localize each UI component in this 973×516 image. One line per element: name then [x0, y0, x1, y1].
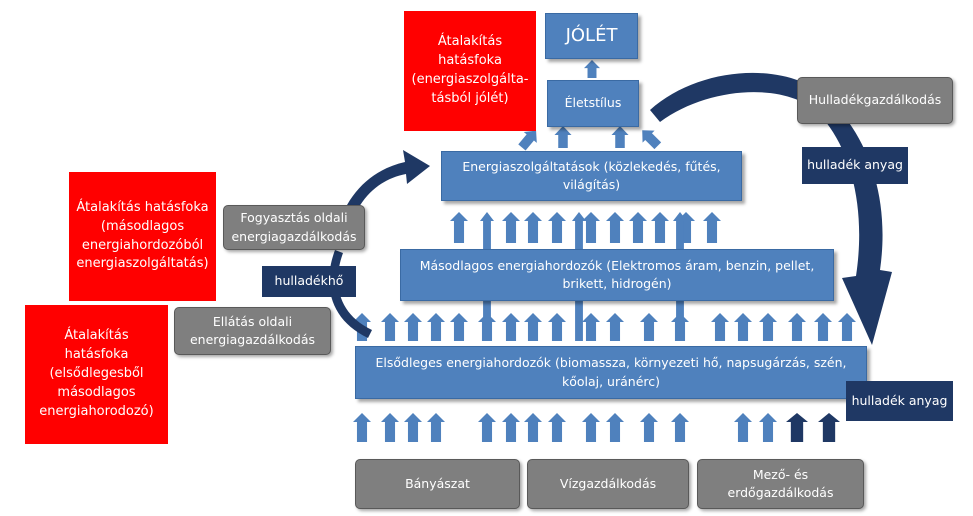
up-arrow — [582, 212, 600, 243]
up-arrow — [404, 413, 422, 442]
vizgazdalkodas-box: Vízgazdálkodás — [527, 459, 689, 509]
hulladek-anyag-top-label: hulladék anyag — [802, 147, 908, 184]
efficiency-bottom-box: Átalakítás hatásfoka (elsődlegesből máso… — [25, 305, 168, 444]
up-arrow — [651, 212, 669, 243]
up-arrow — [353, 413, 371, 442]
up-arrow — [548, 313, 566, 341]
lifestyle-arrows — [518, 60, 662, 151]
lifestyle-arrow — [611, 126, 629, 148]
efficiency-top-box: Átalakítás hatásfoka (energiaszolgálta-t… — [404, 11, 536, 131]
up-arrow — [759, 313, 777, 341]
up-arrow — [502, 212, 520, 243]
lifestyle-arrow — [554, 126, 572, 148]
banyaszat-box: Bányászat — [355, 459, 520, 509]
up-arrow — [524, 212, 542, 243]
masodlagos-box: Másodlagos energiahordozók (Elektromos á… — [400, 249, 834, 301]
up-arrow — [502, 313, 520, 341]
up-arrow — [381, 313, 399, 341]
up-arrow — [381, 413, 399, 442]
up-arrow — [838, 313, 856, 341]
up-arrow — [606, 313, 624, 341]
up-arrow — [502, 413, 520, 442]
up-arrow — [703, 212, 721, 243]
up-arrow — [759, 413, 777, 442]
efficiency-middle-box: Átalakítás hatásfoka (másodlagos energia… — [69, 172, 216, 301]
up-arrow — [814, 313, 832, 341]
hulladekho-label: hulladékhő — [262, 266, 356, 297]
up-arrow — [640, 413, 658, 442]
up-arrow — [450, 212, 468, 243]
up-arrow — [606, 212, 624, 243]
hulladek-anyag-bottom-label: hulladék anyag — [846, 381, 953, 421]
up-arrow — [788, 313, 806, 341]
up-arrow — [548, 413, 566, 442]
energiaszolgaltatasok-box: Energiaszolgáltatások (közlekedés, fűtés… — [441, 151, 742, 201]
eletstilus-box: Életstílus — [547, 80, 639, 127]
up-arrow — [734, 413, 752, 442]
waste-up-arrow — [786, 413, 808, 442]
up-arrow — [427, 413, 445, 442]
up-arrow — [582, 313, 600, 341]
up-arrow — [582, 413, 600, 442]
up-arrow — [671, 413, 689, 442]
up-arrow — [640, 313, 658, 341]
waste-up-arrow — [818, 413, 840, 442]
elsodleges-box: Elsődleges energiahordozók (biomassza, k… — [355, 346, 867, 399]
up-arrow — [524, 413, 542, 442]
up-arrows-secondary — [353, 313, 856, 341]
up-arrow — [524, 313, 542, 341]
up-arrow — [404, 313, 422, 341]
fogyasztas-oldali-box: Fogyasztás oldali energiagazdálkodás — [223, 205, 365, 250]
up-arrow — [450, 313, 468, 341]
jolet-box: JÓLÉT — [545, 13, 638, 59]
up-arrow — [548, 212, 566, 243]
mezo-erdogazdalkodas-box: Mező- és erdőgazdálkodás — [697, 459, 864, 509]
up-arrow — [478, 413, 496, 442]
up-arrow — [711, 313, 729, 341]
lifestyle-arrow — [642, 130, 662, 150]
up-arrow — [606, 413, 624, 442]
up-arrow — [629, 212, 647, 243]
consumption-curve-arrow — [335, 150, 430, 238]
waste-cycle-arrow — [650, 72, 892, 346]
hulladekgazdalkodas-box: Hulladékgazdálkodás — [797, 77, 953, 124]
welfare-arrow — [584, 60, 600, 78]
up-arrow — [734, 313, 752, 341]
lifestyle-arrow — [518, 130, 537, 151]
ellatas-oldali-box: Ellátás oldali energiagazdálkodás — [174, 307, 331, 355]
up-arrows-bottom — [353, 413, 840, 442]
up-arrow — [427, 313, 445, 341]
